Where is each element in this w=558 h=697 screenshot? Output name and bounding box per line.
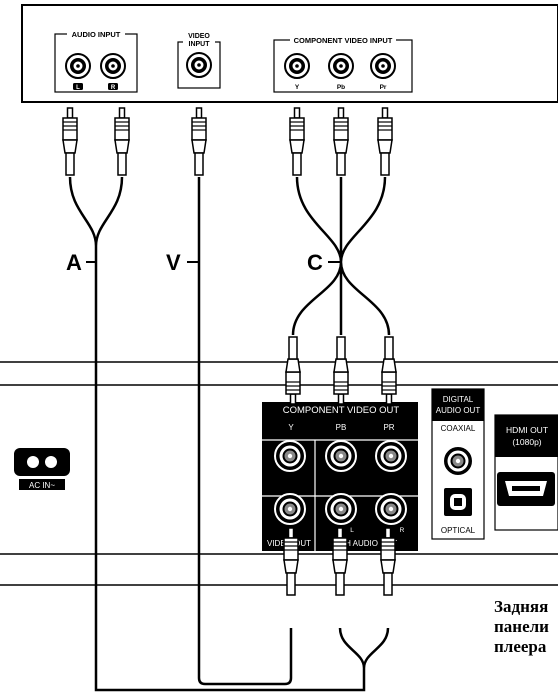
caption-line-2: панели (494, 617, 549, 636)
cable-label-a: A (66, 250, 82, 275)
tv-component-input-group: COMPONENT VIDEO INPUT Y Pb Pr (273, 34, 413, 93)
tv-component-input-label: COMPONENT VIDEO INPUT (294, 36, 393, 45)
tv-video-jack (186, 52, 212, 78)
ac-in-label: AC IN~ (29, 481, 55, 490)
digital-audio-out-block: DIGITAL AUDIO OUT COAXIAL OPTICAL (431, 388, 485, 540)
player-video-out-jack (274, 493, 306, 525)
component-cable-lower (291, 261, 391, 336)
player-audio-l-label: L (350, 527, 354, 534)
player-pr-jack (375, 440, 407, 472)
component-pb-plug-bottom (334, 337, 348, 404)
component-pb-plug-top (333, 107, 349, 176)
coaxial-jack (442, 445, 474, 477)
caption-line-3: плеера (494, 637, 547, 656)
audio-cable-upper (68, 176, 124, 247)
player-rear-panel: AC IN~ COMPONENT VIDEO OUT Y PB PR VIDEO… (0, 361, 558, 586)
audio-cable-loop (94, 246, 366, 692)
tv-y-jack (284, 53, 310, 79)
hdmi-label-1: HDMI OUT (506, 425, 548, 435)
tv-rear-panel: AUDIO INPUT L R VIDEO INPUT COMPONENT VI… (21, 4, 558, 103)
tv-video-input-label-2: INPUT (189, 41, 211, 48)
component-y-plug-bottom (286, 337, 300, 404)
caption-line-1: Задняя (494, 597, 548, 616)
video-cable (197, 177, 293, 686)
player-y-label: Y (288, 423, 294, 432)
component-pr-plug-top (377, 107, 393, 176)
tv-y-label: Y (295, 84, 300, 91)
cable-label-c: C (307, 250, 323, 275)
cables (68, 176, 391, 692)
video-plug-top (191, 107, 207, 176)
component-out-label: COMPONENT VIDEO OUT (283, 405, 400, 416)
audio-cable-lower (338, 627, 390, 669)
cable-label-v: V (166, 250, 181, 275)
optical-label: OPTICAL (441, 526, 476, 535)
cable-labels: A V C (66, 250, 341, 275)
tv-pr-label: Pr (380, 84, 387, 91)
tv-audio-l-jack (65, 53, 91, 79)
player-audio-r-label: R (400, 527, 405, 534)
tv-video-input-group: VIDEO INPUT (177, 30, 221, 89)
tv-audio-input-label: AUDIO INPUT (72, 30, 121, 39)
component-y-plug-top (289, 107, 305, 176)
digital-label-2: AUDIO OUT (436, 406, 481, 415)
tv-audio-r-jack (100, 53, 126, 79)
player-pr-label: PR (383, 423, 394, 432)
audio-r-plug (114, 107, 130, 176)
digital-label-1: DIGITAL (443, 395, 474, 404)
tv-pr-jack (370, 53, 396, 79)
caption: Задняя панели плеера (494, 597, 549, 656)
tv-pb-jack (328, 53, 354, 79)
tv-audio-r-label: R (111, 85, 116, 91)
tv-audio-l-label: L (76, 85, 80, 91)
player-audio-l-jack (325, 493, 357, 525)
tv-video-input-label-1: VIDEO (188, 33, 210, 40)
tv-plugs (62, 107, 393, 176)
audio-out-label: 2CH AUDIO OUT (335, 539, 397, 548)
player-y-jack (274, 440, 306, 472)
hdmi-out-block: HDMI OUT (1080p) (494, 414, 558, 531)
ac-in-connector: AC IN~ (14, 448, 70, 490)
player-pb-jack (325, 440, 357, 472)
tv-pb-label: Pb (337, 84, 345, 91)
player-audio-r-jack (375, 493, 407, 525)
tv-audio-input-group: AUDIO INPUT L R (54, 29, 138, 93)
hdmi-label-2: (1080p) (512, 437, 541, 447)
component-pr-plug-bottom (382, 337, 396, 404)
component-cable-upper (295, 176, 387, 263)
player-pb-label: PB (336, 423, 347, 432)
coaxial-label: COAXIAL (441, 424, 476, 433)
audio-l-plug (62, 107, 78, 176)
